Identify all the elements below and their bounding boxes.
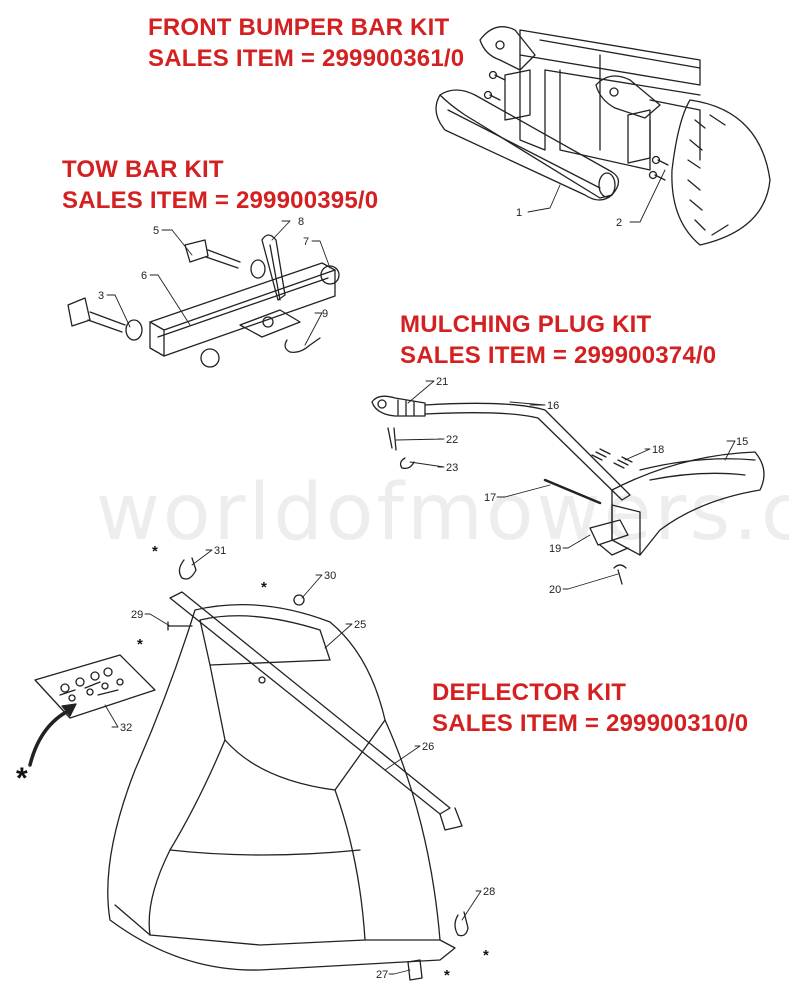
deflector-pin-upper [178, 557, 197, 580]
deflector-pin-lower [407, 959, 423, 981]
tow-bar-assembly [67, 234, 340, 368]
bumper-bracket-left [479, 26, 536, 121]
watermark: worldofmowers.co.uk [96, 468, 789, 558]
asterisk-marker: * [444, 967, 450, 984]
deflector-clip [454, 911, 469, 937]
callout-25: 25 [354, 619, 366, 631]
tow-hook-bolt-lower [67, 297, 143, 341]
mower-wheel [671, 99, 771, 246]
asterisk-markers: * * * * * * [16, 543, 489, 984]
tow-bar-upright [261, 234, 286, 301]
mulching-clip [387, 427, 397, 451]
callout-30: 30 [324, 570, 336, 582]
front-bumper-kit-name: FRONT BUMPER BAR KIT [148, 14, 450, 41]
tow-nut-right [320, 265, 340, 285]
mulching-grip [371, 395, 426, 417]
callout-27: 27 [376, 969, 388, 981]
mulching-plug-sales-item: SALES ITEM = 299900374/0 [400, 342, 717, 369]
callout-32: 32 [120, 722, 132, 734]
front-bumper-assembly [435, 26, 771, 246]
tow-hook-bolt-upper [184, 239, 266, 279]
mulching-screw [613, 564, 627, 585]
deflector-assembly [28, 557, 469, 981]
deflector-kit-name: DEFLECTOR KIT [432, 679, 627, 706]
callout-numbers: 1 2 3 5 6 7 8 9 15 16 17 18 19 20 21 22 … [98, 207, 748, 981]
callout-21: 21 [436, 376, 448, 388]
mulching-rod [543, 478, 602, 505]
callout-17: 17 [484, 492, 496, 504]
callout-22: 22 [446, 434, 458, 446]
mulching-plug-assembly [371, 395, 765, 585]
tow-bar [149, 262, 336, 357]
callout-9: 9 [322, 308, 328, 320]
mulching-latch [589, 519, 629, 556]
asterisk-marker: * [137, 636, 143, 653]
tow-hitch-plate [239, 309, 301, 338]
bumper-bolts [483, 70, 669, 181]
leader-lines [104, 169, 736, 975]
deflector-screw [167, 621, 193, 631]
bumper-bar [435, 89, 620, 201]
deflector-body [107, 604, 456, 971]
callout-31: 31 [214, 545, 226, 557]
mulching-plug-kit-title: MULCHING PLUG KIT SALES ITEM = 299900374… [400, 309, 716, 371]
callout-23: 23 [446, 462, 458, 474]
deflector-kit-title: DEFLECTOR KIT SALES ITEM = 299900310/0 [432, 677, 748, 739]
callout-26: 26 [422, 741, 434, 753]
callout-16: 16 [547, 400, 559, 412]
asterisk-marker: * [152, 543, 158, 560]
deflector-rod [169, 591, 463, 831]
callout-3: 3 [98, 290, 104, 302]
hardware-bag [34, 654, 156, 719]
callout-19: 19 [549, 543, 561, 555]
tow-nut-lower [200, 348, 220, 368]
tow-pin [284, 337, 321, 353]
hardware-arrow [28, 708, 72, 767]
mulching-plug-kit-name: MULCHING PLUG KIT [400, 311, 652, 338]
callout-20: 20 [549, 584, 561, 596]
callout-1: 1 [516, 207, 522, 219]
callout-18: 18 [652, 444, 664, 456]
tow-bar-sales-item: SALES ITEM = 299900395/0 [62, 187, 379, 214]
callout-15: 15 [736, 436, 748, 448]
callout-2: 2 [616, 217, 622, 229]
mower-frame [519, 29, 701, 171]
callout-6: 6 [141, 270, 147, 282]
front-bumper-kit-title: FRONT BUMPER BAR KIT SALES ITEM = 299900… [148, 12, 464, 74]
callout-5: 5 [153, 225, 159, 237]
callout-29: 29 [131, 609, 143, 621]
front-bumper-sales-item: SALES ITEM = 299900361/0 [148, 45, 465, 72]
asterisk-marker: * [483, 947, 489, 964]
deflector-nut [293, 594, 305, 606]
mulching-springs [591, 448, 633, 469]
asterisk-marker: * [261, 579, 267, 596]
callout-8: 8 [298, 216, 304, 228]
mulching-plug-body [611, 451, 765, 556]
deflector-sales-item: SALES ITEM = 299900310/0 [432, 710, 749, 737]
mulching-handle-rod [424, 402, 631, 501]
callout-28: 28 [483, 886, 495, 898]
mulching-pin [399, 457, 415, 470]
callout-7: 7 [303, 236, 309, 248]
hardware-arrow-head [61, 703, 77, 717]
tow-bar-kit-title: TOW BAR KIT SALES ITEM = 299900395/0 [62, 154, 378, 216]
bumper-bracket-right [595, 75, 661, 164]
tow-bar-kit-name: TOW BAR KIT [62, 156, 224, 183]
asterisk-marker-large: * [16, 762, 28, 795]
